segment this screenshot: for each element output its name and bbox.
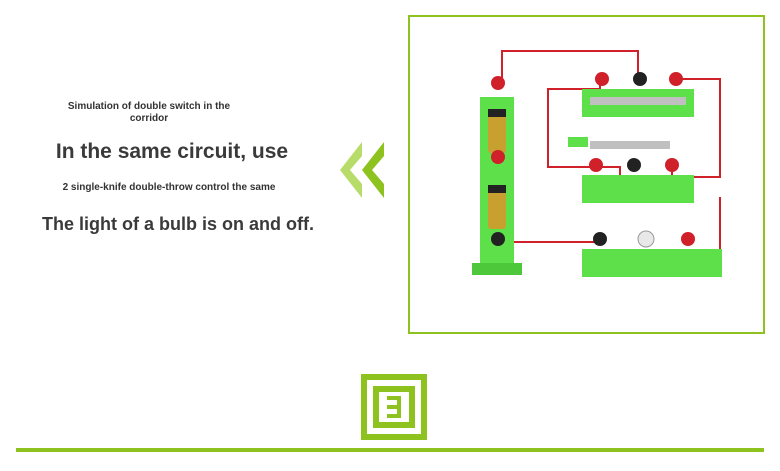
double-chevron-left-icon <box>340 142 384 198</box>
caption-subtitle: Simulation of double switch in the corri… <box>67 101 231 124</box>
battery-holder <box>472 76 522 275</box>
bottom-divider <box>16 448 764 452</box>
brand-logo-icon <box>361 374 427 440</box>
switch-middle <box>568 137 694 203</box>
caption-detail: 2 single-knife double-throw control the … <box>62 182 276 193</box>
switch-top <box>582 72 694 117</box>
caption-heading: In the same circuit, use <box>55 140 289 163</box>
circuit-photo <box>408 15 765 334</box>
circuit-illustration <box>472 50 722 277</box>
caption-conclusion: The light of a bulb is on and off. <box>42 214 314 234</box>
bulb-base <box>582 230 722 277</box>
